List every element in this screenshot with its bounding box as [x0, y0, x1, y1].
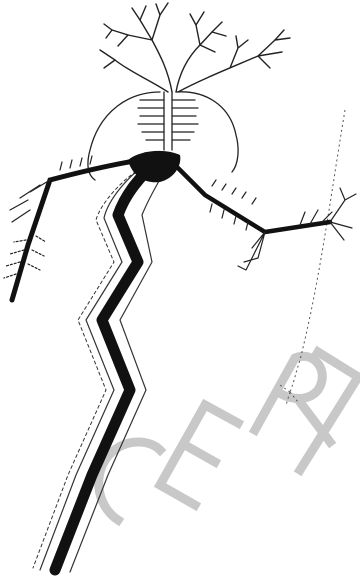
watermark: [99, 352, 360, 520]
main-trunk: [33, 160, 168, 572]
watermark-letter-c: [99, 442, 160, 520]
watermark-letter-e: [160, 405, 238, 505]
crown-branches: [100, 3, 290, 92]
watermark-letter-r: [255, 356, 330, 442]
right-arm: [175, 165, 356, 270]
